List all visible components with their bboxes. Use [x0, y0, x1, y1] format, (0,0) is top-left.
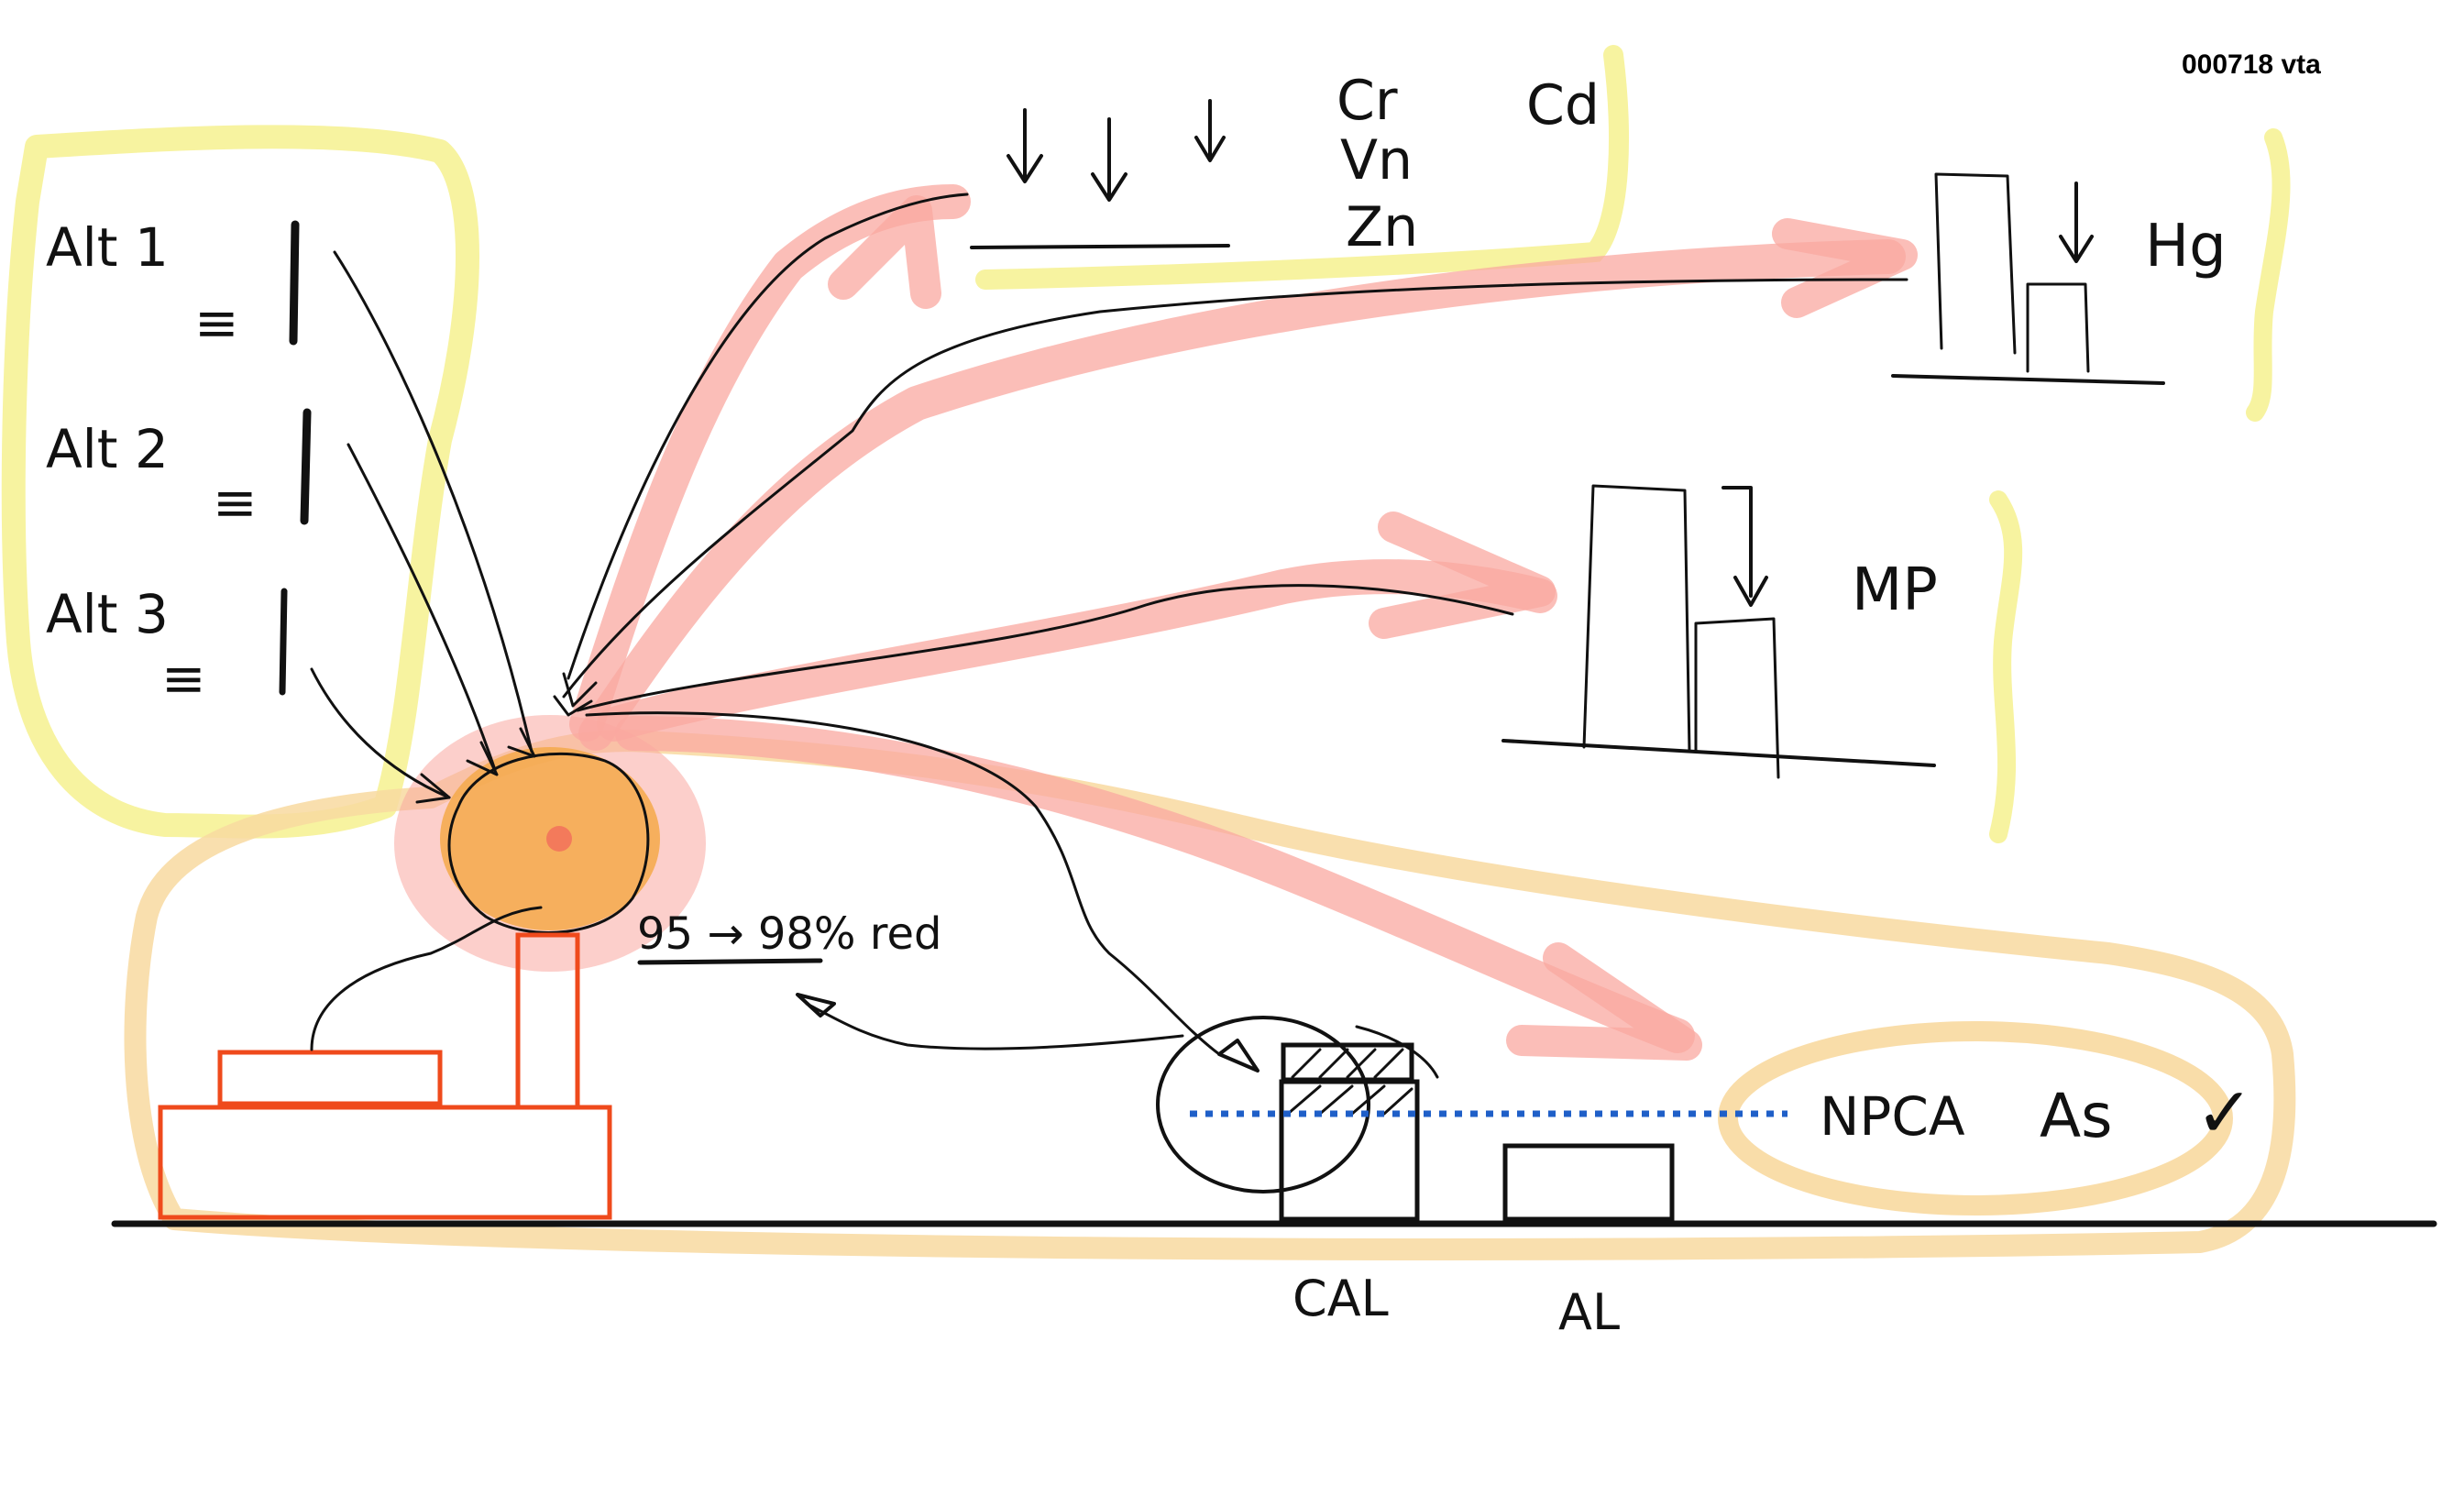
- npca-element-label: As: [2040, 1081, 2113, 1151]
- alt-1-equiv-icon: ≡: [194, 292, 239, 354]
- hg-bar-after: [2028, 284, 2088, 371]
- mp-arrow-down-icon: [1723, 488, 1766, 605]
- reduction-group: 95 → 98% red: [637, 908, 941, 962]
- return-arrowhead: [798, 995, 834, 1016]
- metals-baseline: [972, 246, 1228, 248]
- hg-highlight: [2255, 138, 2282, 412]
- metals-group: Cr Cd Vn Zn: [972, 69, 1600, 259]
- metals-arrow-down-1-icon: [1008, 110, 1041, 182]
- cal-arrowhead: [1219, 1040, 1258, 1071]
- alt-2-label: Alt 2: [46, 418, 169, 480]
- hg-arrow-down-icon: [2061, 183, 2092, 261]
- mp-baseline: [1503, 741, 1934, 765]
- npca-highlight: [1728, 1031, 2223, 1205]
- mp-bar-before: [1584, 486, 1689, 752]
- plant-base: [160, 1107, 610, 1217]
- reduction-underline: [640, 961, 820, 962]
- hg-bar-before: [1936, 174, 2015, 353]
- line-to-hg: [564, 280, 1907, 697]
- cal-circle-tail: [1357, 1027, 1437, 1077]
- al-label: AL: [1558, 1283, 1620, 1341]
- return-arrow: [807, 1004, 1182, 1049]
- npca-label: NPCA: [1820, 1085, 1965, 1148]
- al-unit: [1505, 1146, 1672, 1219]
- source-dot: [546, 826, 572, 852]
- alt-2-equiv-icon: ≡: [213, 471, 258, 534]
- highlights: [14, 55, 2285, 1249]
- hg-label: Hg: [2145, 213, 2227, 280]
- document-id: 000718 vta: [2182, 50, 2321, 80]
- alt-1-label: Alt 1: [46, 216, 169, 279]
- alt-3-label: Alt 3: [46, 583, 169, 645]
- alt-3-equiv-icon: ≡: [161, 647, 206, 710]
- metals-arrow-down-2-icon: [1093, 119, 1126, 200]
- mp-label: MP: [1852, 556, 1938, 624]
- metals-arrow-down-3-icon: [1196, 101, 1224, 160]
- npca-check-icon: ✓: [2195, 1072, 2254, 1153]
- metal-cd-label: Cd: [1526, 73, 1600, 138]
- metal-cr-label: Cr: [1336, 69, 1398, 133]
- cal-label: CAL: [1292, 1270, 1389, 1327]
- metal-vn-label: Vn: [1340, 128, 1413, 192]
- flow-to-mp: [614, 577, 1540, 724]
- alt-1-bar: [293, 225, 295, 341]
- plant-upper-block: [220, 1052, 440, 1104]
- hg-group: Hg: [1893, 174, 2227, 383]
- metal-zn-label: Zn: [1346, 195, 1418, 259]
- hg-baseline: [1893, 376, 2163, 383]
- mp-highlight: [1998, 500, 2013, 834]
- alt-2-bar: [304, 412, 307, 521]
- alt-3-bar: [282, 591, 284, 692]
- reduction-note: 95 → 98% red: [637, 908, 941, 960]
- control-equipment: CAL AL: [1158, 1018, 1788, 1341]
- mp-group: MP: [1503, 486, 1938, 777]
